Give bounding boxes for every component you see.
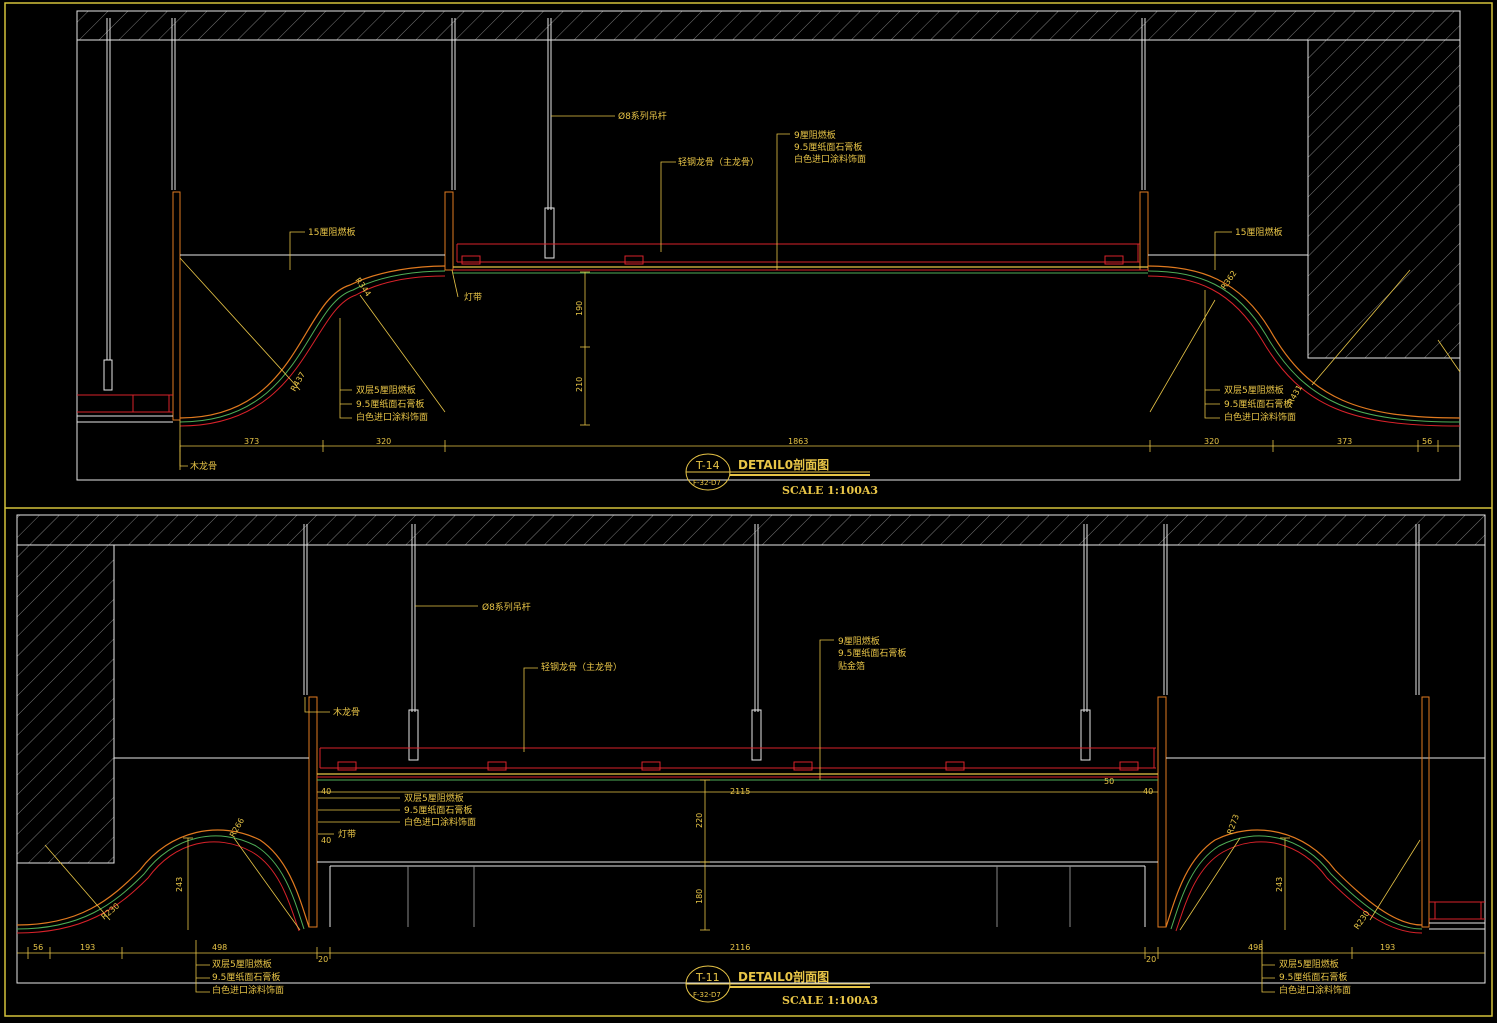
bottom-dim-220: 220	[695, 813, 704, 828]
top-annotation-leaders	[179, 115, 1232, 467]
bottom-label-wood-keel: 木龙骨	[333, 706, 360, 718]
top-label-board15-right: 15厘阻燃板	[1235, 226, 1282, 238]
bottom-dim-40-c: 40	[321, 836, 331, 845]
top-label-double-left-2: 9.5厘纸面石膏板	[356, 398, 424, 410]
bottom-dim-50: 50	[1104, 777, 1114, 786]
top-tag-bottom: F-32-D7	[693, 479, 721, 487]
top-center-box	[180, 191, 1308, 274]
bottom-title: DETAIL0剖面图	[738, 969, 829, 984]
bottom-label-dr-2: 9.5厘纸面石膏板	[1279, 971, 1347, 983]
top-radius-leaders	[179, 257, 1461, 413]
bottom-radius-r230-right: R230	[1352, 909, 1371, 931]
bottom-radius-r266: R266	[228, 816, 246, 839]
bottom-center-box	[114, 696, 1485, 928]
bottom-left-arch	[16, 829, 310, 934]
bottom-dim-498-left: 498	[212, 943, 227, 952]
bottom-leaders	[44, 605, 1421, 993]
bottom-dim-56: 56	[33, 943, 43, 952]
top-label-wood-keel: 木龙骨	[190, 460, 217, 472]
top-label-board9: 9厘阻燃板	[794, 129, 836, 141]
top-left-curve	[179, 265, 446, 427]
bottom-left-wall	[16, 544, 115, 864]
bottom-right-ledge	[1421, 696, 1485, 930]
top-dim-190: 190	[575, 301, 584, 316]
bottom-vertical-dims	[183, 779, 1290, 931]
bottom-slab	[16, 514, 1486, 546]
bottom-label-dl-3: 白色进口涂料饰面	[212, 984, 284, 996]
bottom-dim-40-a: 40	[321, 787, 331, 796]
top-dim-373-left: 373	[244, 437, 259, 446]
top-label-double-left-3: 白色进口涂料饰面	[356, 411, 428, 423]
top-right-curve	[1147, 265, 1461, 427]
bottom-scale: SCALE 1:100A3	[782, 994, 878, 1007]
top-hanger-rods	[103, 18, 1146, 391]
top-title-block: T-14 F-32-D7 DETAIL0剖面图 SCALE 1:100A3	[685, 453, 878, 497]
bottom-label-lamp: 灯带	[338, 829, 356, 840]
bottom-label-gypsum: 9.5厘纸面石膏板	[838, 647, 906, 659]
top-dim-320-left: 320	[376, 437, 391, 446]
bottom-label-keel: 轻钢龙骨（主龙骨）	[541, 661, 622, 673]
top-label-paint: 白色进口涂料饰面	[794, 153, 866, 165]
top-slab	[76, 10, 1461, 41]
bottom-dim-193-left: 193	[80, 943, 95, 952]
top-label-double-right-1: 双层5厘阻燃板	[1224, 384, 1284, 396]
bottom-label-board9: 9厘阻燃板	[838, 635, 880, 647]
bottom-dim-243-right: 243	[1275, 877, 1284, 892]
top-label-keel: 轻钢龙骨（主龙骨）	[678, 156, 759, 168]
bottom-title-block: T-11 F-32-D7 DETAIL0剖面图 SCALE 1:100A3	[685, 965, 878, 1007]
top-scale: SCALE 1:100A3	[782, 484, 878, 497]
bottom-label-dr-3: 白色进口涂料饰面	[1279, 984, 1351, 996]
bottom-label-foil: 贴金箔	[838, 660, 865, 672]
top-radius-r431: R431	[1286, 383, 1304, 406]
top-label-double-right-3: 白色进口涂料饰面	[1224, 411, 1296, 423]
bottom-tag-top: T-11	[695, 971, 720, 984]
top-dim-56: 56	[1422, 437, 1432, 446]
bottom-dim-20-right: 20	[1146, 955, 1156, 964]
bottom-label-rod: Ø8系列吊杆	[482, 601, 531, 613]
bottom-radius-r230-left: R230	[100, 901, 122, 921]
top-label-double-left-1: 双层5厘阻燃板	[356, 384, 416, 396]
bottom-dim-2115: 2115	[730, 787, 750, 796]
top-label-board15-left: 15厘阻燃板	[308, 226, 355, 238]
top-dim-1863: 1863	[788, 437, 808, 446]
top-title: DETAIL0剖面图	[738, 457, 829, 472]
bottom-hanger-rods	[303, 524, 1420, 761]
bottom-label-double-1: 双层5厘阻燃板	[404, 792, 464, 804]
top-left-structure	[77, 191, 181, 423]
bottom-horizontal-dim	[17, 947, 1485, 959]
top-label-double-right-2: 9.5厘纸面石膏板	[1224, 398, 1292, 410]
top-vertical-dim	[580, 271, 590, 426]
top-dim-373-right: 373	[1337, 437, 1352, 446]
top-dim-210: 210	[575, 377, 584, 392]
bottom-dim-40-b: 40	[1143, 787, 1153, 796]
bottom-dim-2116: 2116	[730, 943, 750, 952]
bottom-dim-20-left: 20	[318, 955, 328, 964]
bottom-label-dr-1: 双层5厘阻燃板	[1279, 958, 1339, 970]
bottom-right-arch	[1165, 829, 1423, 934]
top-label-rod: Ø8系列吊杆	[618, 110, 667, 122]
section-bottom: Ø8系列吊杆 9厘阻燃板 9.5厘纸面石膏板 贴金箔 轻钢龙骨（主龙骨） 木龙骨…	[16, 514, 1486, 1007]
section-top: Ø8系列吊杆 9厘阻燃板 9.5厘纸面石膏板 白色进口涂料饰面 轻钢龙骨（主龙骨…	[76, 10, 1461, 497]
bottom-dim-498-right: 498	[1248, 943, 1263, 952]
bottom-dim-243-left: 243	[175, 877, 184, 892]
bottom-label-double-3: 白色进口涂料饰面	[404, 816, 476, 828]
bottom-label-double-2: 9.5厘纸面石膏板	[404, 804, 472, 816]
outer-frame	[4, 2, 1493, 1017]
top-right-wall	[1307, 39, 1461, 359]
top-tag-top: T-14	[695, 459, 720, 472]
bottom-viewport	[16, 514, 1486, 984]
top-radius-r362: R362	[1219, 269, 1238, 291]
bottom-label-dl-2: 9.5厘纸面石膏板	[212, 971, 280, 983]
top-label-lamp: 灯带	[464, 292, 482, 303]
bottom-tag-bottom: F-32-D7	[693, 991, 721, 999]
bottom-label-dl-1: 双层5厘阻燃板	[212, 958, 272, 970]
bottom-dim-193-right: 193	[1380, 943, 1395, 952]
bottom-dim-180: 180	[695, 889, 704, 904]
top-label-gypsum: 9.5厘纸面石膏板	[794, 141, 862, 153]
top-dim-320-right: 320	[1204, 437, 1219, 446]
